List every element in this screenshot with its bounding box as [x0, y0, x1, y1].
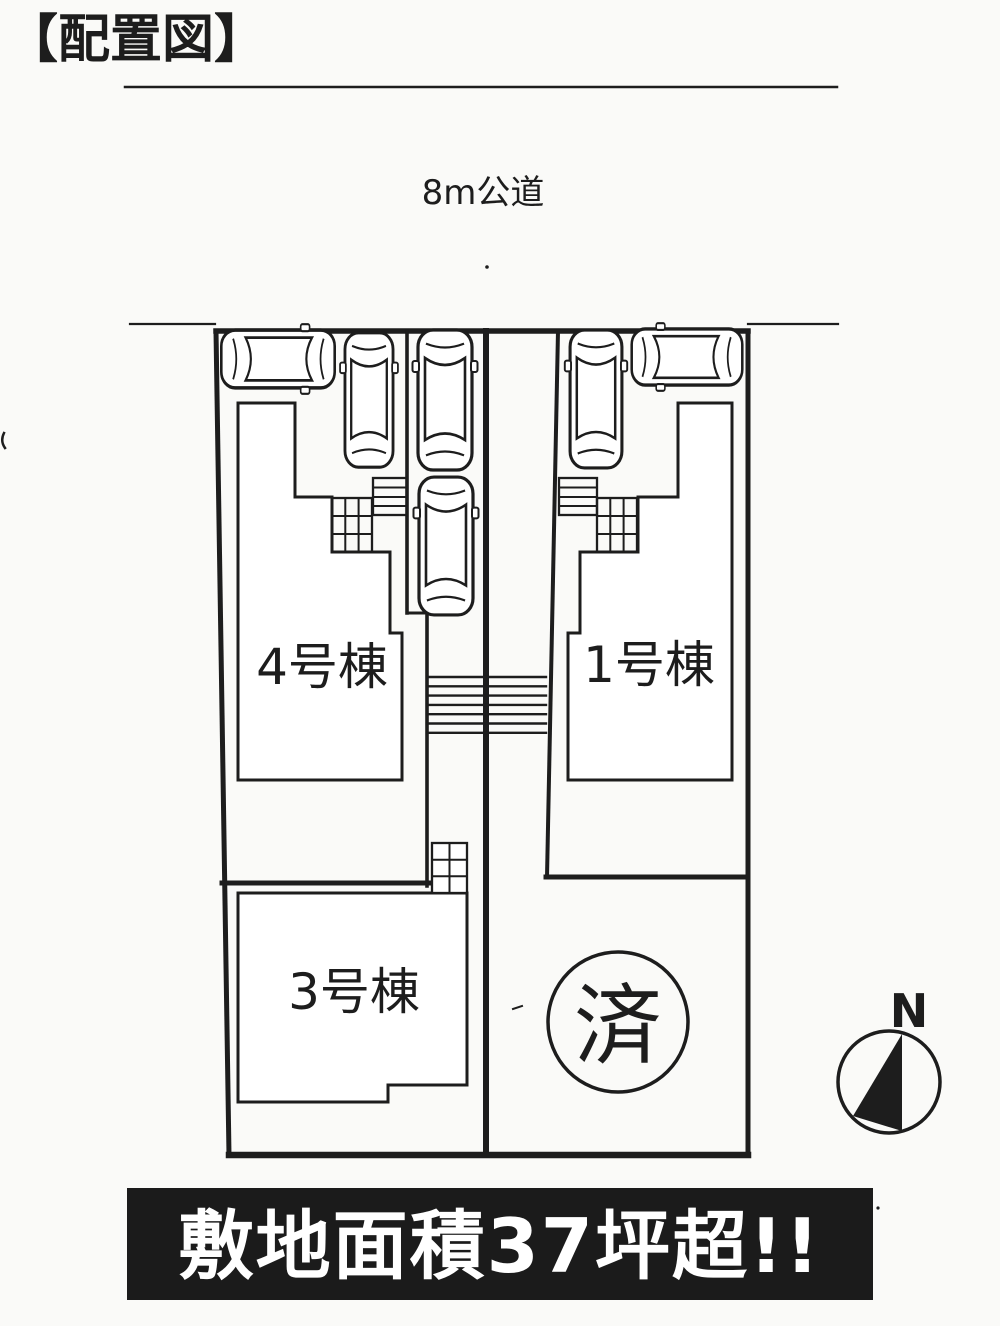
entrance-porch-grid-3: [430, 841, 469, 895]
building-4-label: 4号棟: [256, 638, 388, 696]
compass-n-label: N: [890, 984, 929, 1038]
promo-banner-background: [127, 1188, 873, 1300]
road-label: 8m公道: [422, 173, 545, 213]
sold-stamp: 済: [546, 950, 690, 1094]
building-3-label: 3号棟: [288, 963, 420, 1021]
page-title: 【配置図】: [6, 10, 266, 70]
entrance-steps-1: [557, 476, 599, 517]
shared-steps-band: [425, 675, 548, 734]
sold-circle: [546, 950, 690, 1094]
promo-banner-text: 敷地面積37坪超!!: [179, 1202, 822, 1290]
promo-banner: 敷地面積37坪超!!: [127, 1188, 873, 1300]
corridor-wall-right: [544, 328, 561, 880]
building-1-label: 1号棟: [583, 636, 715, 694]
corridor-wall-left: [405, 329, 429, 888]
car-top-left-horizontal: [219, 322, 337, 396]
sold-label: 済: [574, 975, 662, 1078]
building-1-outline: [566, 401, 734, 782]
car-lot4-front: [338, 331, 400, 469]
compass: N: [836, 984, 942, 1135]
scan-artifact-dot-top: [485, 265, 489, 269]
car-driveway-upper: [410, 328, 480, 472]
compass-needle: [853, 1034, 902, 1131]
scan-artifact-dot-right: [876, 1206, 880, 1210]
car-driveway-lower: [411, 475, 481, 617]
scan-artifact-dash: [511, 1004, 524, 1011]
building-4-outline: [236, 401, 404, 782]
entrance-steps-4: [371, 476, 409, 517]
car-lot1-front: [563, 328, 629, 470]
entrance-porch-grid-4: [330, 496, 374, 554]
compass-circle: [836, 1029, 942, 1135]
entrance-porch-grid-1: [595, 496, 639, 554]
scan-artifact-left-edge: [1, 431, 7, 450]
car-top-right-horizontal: [630, 321, 744, 393]
